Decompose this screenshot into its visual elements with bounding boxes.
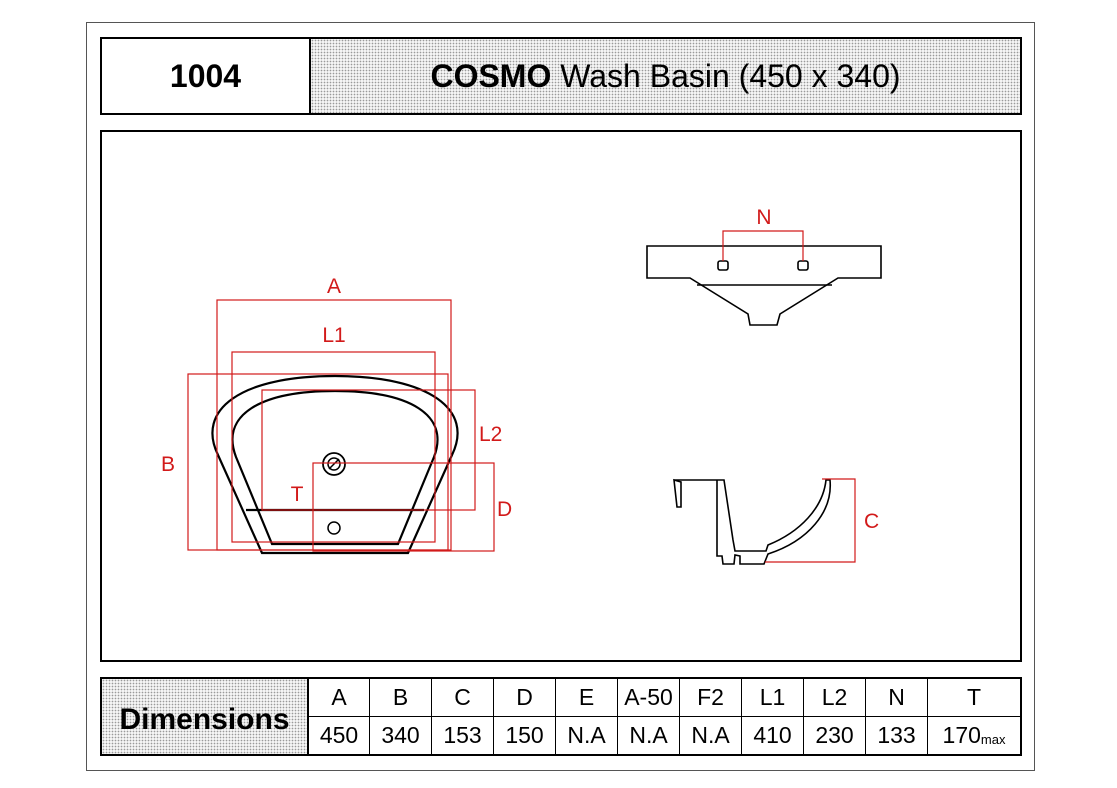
- dim-value-T-suffix: max: [980, 731, 1006, 747]
- dim-value-E: N.A: [555, 716, 617, 754]
- dim-box-B: [187, 373, 449, 551]
- model-code: 1004: [102, 39, 311, 113]
- drawing-frame: [100, 130, 1022, 662]
- dim-value-L2: 230: [803, 716, 865, 754]
- product-name: COSMO: [430, 57, 552, 94]
- dim-value-L1: 410: [741, 716, 803, 754]
- dim-header-F2: F2: [679, 679, 741, 717]
- dimensions-grid: A B C D E A-50 F2 L1 L2 N T 450 340 153 …: [309, 679, 1020, 754]
- product-title: COSMO Wash Basin (450 x 340): [311, 39, 1020, 113]
- dim-header-D: D: [493, 679, 555, 717]
- dimensions-title: Dimensions: [102, 679, 309, 754]
- label-T: T: [291, 483, 304, 506]
- dim-header-L2: L2: [803, 679, 865, 717]
- dim-value-C: 153: [431, 716, 493, 754]
- label-C: C: [864, 510, 879, 533]
- front-view: [646, 245, 882, 326]
- top-view-dimensions: [187, 299, 495, 552]
- tap-hole-left: [717, 260, 729, 271]
- drain-outer-circle: [322, 452, 346, 476]
- dim-box-L1: [231, 351, 436, 543]
- label-N: N: [756, 206, 771, 229]
- top-view: [211, 374, 459, 555]
- side-section-view: [673, 478, 831, 565]
- drawing-sheet-border: [86, 22, 1035, 771]
- label-L1: L1: [322, 324, 345, 347]
- dim-value-D: 150: [493, 716, 555, 754]
- dim-value-A: 450: [319, 721, 359, 748]
- dim-value-B: 340: [369, 716, 431, 754]
- side-wall-left: [673, 478, 682, 508]
- dim-header-A-50: A-50: [617, 679, 679, 717]
- product-description: Wash Basin (450 x 340): [560, 57, 901, 94]
- dim-header-E: E: [555, 679, 617, 717]
- front-view-outline: [646, 245, 882, 326]
- dim-value-N: 133: [865, 716, 927, 754]
- drain-cross-line: [328, 458, 340, 470]
- dim-header-B: B: [369, 679, 431, 717]
- drain-inner-circle: [327, 457, 341, 471]
- basin-outer-outline: [211, 374, 459, 555]
- label-L2: L2: [479, 423, 502, 446]
- basin-inner-outline: [231, 389, 439, 546]
- dim-header-L1: L1: [741, 679, 803, 717]
- dim-value-T-number: 170: [942, 721, 981, 748]
- dim-header-T: T: [927, 679, 1020, 717]
- title-block: 1004 COSMO Wash Basin (450 x 340): [100, 37, 1022, 115]
- dim-box-L2: [261, 389, 476, 511]
- dim-header-A: A: [309, 679, 369, 717]
- label-D: D: [497, 498, 512, 521]
- tap-hole-right: [797, 260, 809, 271]
- dim-bracket-C: [765, 478, 856, 563]
- dim-header-C: C: [431, 679, 493, 717]
- dim-header-N: N: [865, 679, 927, 717]
- tap-hole-circle: [327, 521, 341, 535]
- dimensions-table: Dimensions A B C D E A-50 F2 L1 L2 N T 4…: [100, 677, 1022, 756]
- dim-value-F2: N.A: [679, 716, 741, 754]
- dim-value-A-50: N.A: [617, 716, 679, 754]
- dim-bracket-N: [722, 230, 804, 261]
- label-A: A: [327, 275, 341, 298]
- side-section-outline: [674, 479, 831, 565]
- dim-box-D: [312, 462, 495, 552]
- label-B: B: [161, 453, 175, 476]
